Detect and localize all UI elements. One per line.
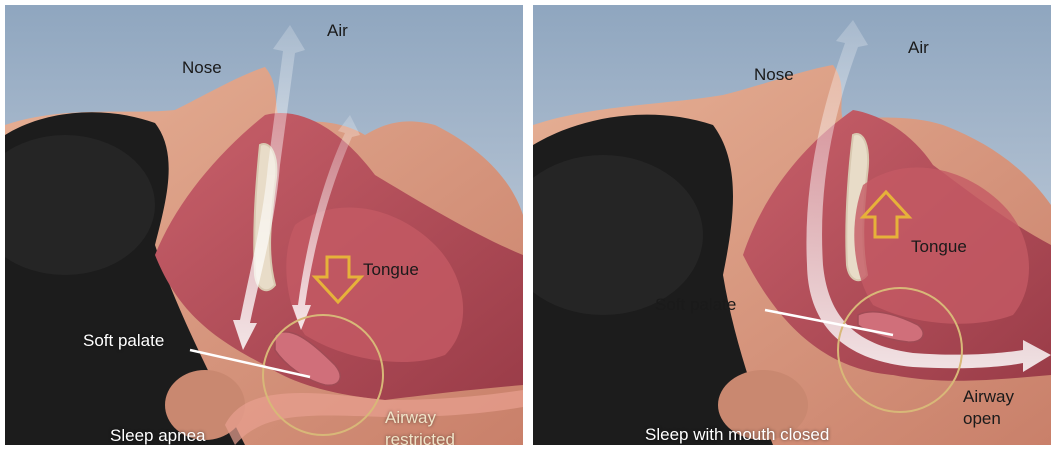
label-nose: Nose xyxy=(754,65,794,85)
label-nose: Nose xyxy=(182,58,222,78)
label-air: Air xyxy=(327,21,348,41)
label-tongue: Tongue xyxy=(363,260,419,280)
caption: Sleep with mouth closed xyxy=(645,425,829,445)
airway-status-line2: restricted xyxy=(385,429,455,445)
label-soft-palate: Soft palate xyxy=(655,295,736,315)
airway-status-line2: open xyxy=(963,408,1014,430)
label-airway-status: Airway restricted xyxy=(385,407,455,445)
panel-mouth-closed: Air Nose Tongue Soft palate Airway open … xyxy=(533,5,1051,445)
caption: Sleep apnea xyxy=(110,426,205,445)
label-tongue: Tongue xyxy=(911,237,967,257)
label-air: Air xyxy=(908,38,929,58)
panel-sleep-apnea: Air Nose Tongue Soft palate Airway restr… xyxy=(5,5,523,445)
illustration-sleep-apnea xyxy=(5,5,523,445)
label-soft-palate: Soft palate xyxy=(83,331,164,351)
airway-status-line1: Airway xyxy=(963,386,1014,408)
airway-status-line1: Airway xyxy=(385,407,455,429)
label-airway-status: Airway open xyxy=(963,386,1014,430)
